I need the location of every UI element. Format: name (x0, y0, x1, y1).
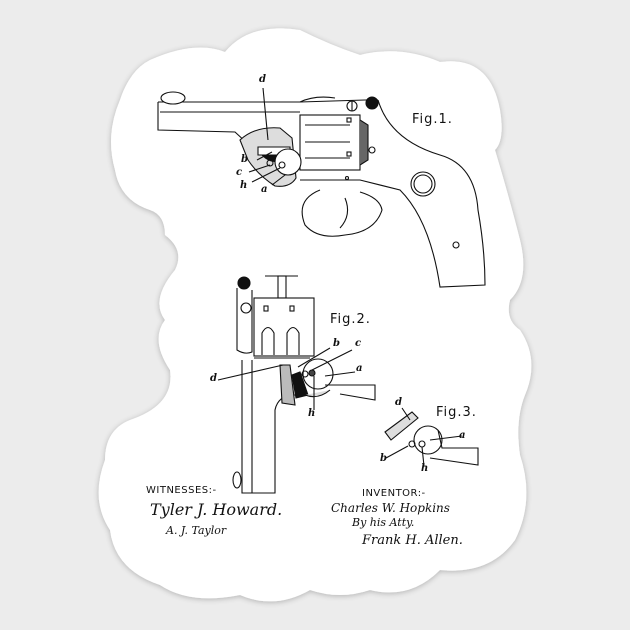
inventor-name: Charles W. Hopkins (331, 501, 450, 515)
fig3-part-b: b (380, 453, 387, 464)
fig2-part-d: d (210, 373, 217, 384)
witness-signature-2: A. J. Taylor (166, 524, 227, 537)
fig1-part-a: a (261, 184, 268, 195)
fig1-revolver-drawing (157, 87, 486, 288)
fig3-part-a: a (459, 430, 466, 441)
fig2-part-a: a (356, 363, 363, 374)
fig1-part-b: b (241, 154, 248, 165)
fig1-part-c: c (236, 167, 243, 178)
witnesses-heading: WITNESSES:- (146, 485, 217, 496)
inventor-by-line: By his Atty. (352, 516, 415, 529)
attorney-signature: Frank H. Allen. (362, 533, 463, 548)
fig2-part-h: h (308, 408, 316, 419)
fig1-part-h: h (240, 180, 248, 191)
fig2-label: Fig.2. (330, 312, 371, 327)
fig2-revolver-drawing (217, 275, 376, 494)
fig3-label: Fig.3. (436, 405, 477, 420)
fig1-part-d: d (259, 74, 266, 85)
fig1-label: Fig.1. (412, 112, 453, 127)
inventor-heading: INVENTOR:- (362, 488, 426, 499)
fig3-mechanism-drawing (384, 407, 479, 467)
fig2-part-b: b (333, 338, 340, 349)
fig3-part-h: h (421, 463, 429, 474)
witness-signature-1: Tyler J. Howard. (150, 500, 283, 519)
fig2-part-c: c (355, 338, 362, 349)
fig3-part-d: d (395, 397, 402, 408)
